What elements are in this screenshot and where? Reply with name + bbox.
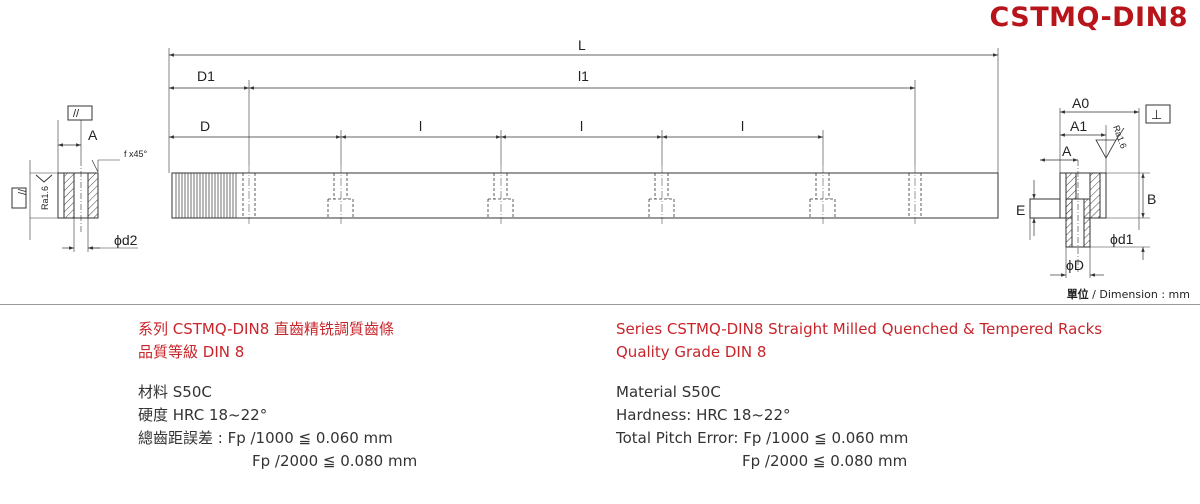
dim-l1: l1 xyxy=(578,68,589,84)
dim-A1: A1 xyxy=(1070,118,1087,134)
ra-label-right: Ra1.6 xyxy=(1111,124,1129,150)
hardness-zh: 硬度 HRC 18~22° xyxy=(138,406,268,424)
material-en: Material S50C xyxy=(616,383,721,401)
dim-A-left: A xyxy=(88,127,98,143)
series-title-en: Series CSTMQ-DIN8 Straight Milled Quench… xyxy=(616,320,1103,338)
dim-L: L xyxy=(578,37,586,53)
parallel-symbol-top: // xyxy=(73,108,80,120)
hardness-en: Hardness: HRC 18~22° xyxy=(616,406,791,424)
parallel-symbol-side: // xyxy=(17,188,29,195)
dim-phiD: ϕD xyxy=(1066,257,1084,273)
chamfer-label: f x45° xyxy=(124,149,148,159)
quality-grade-zh: 品質等級 DIN 8 xyxy=(138,343,245,361)
dim-B: B xyxy=(1147,191,1156,207)
series-title-zh: 系列 CSTMQ-DIN8 直齒精铣調質齒條 xyxy=(138,320,395,338)
dim-A-right: A xyxy=(1062,143,1072,159)
perpendicular-symbol: ⊥ xyxy=(1151,107,1162,122)
dim-A0: A0 xyxy=(1072,95,1089,111)
quality-grade-en: Quality Grade DIN 8 xyxy=(616,343,767,361)
dim-D: D xyxy=(200,118,210,134)
dim-pitch-l-1: l xyxy=(419,118,422,134)
dim-d1: ϕd1 xyxy=(1110,231,1134,247)
spec-column-chinese: 系列 CSTMQ-DIN8 直齒精铣調質齒條 品質等級 DIN 8 材料 S50… xyxy=(138,318,578,473)
right-end-view xyxy=(1029,104,1171,278)
rack-front-view xyxy=(168,48,999,224)
left-end-view xyxy=(11,105,138,252)
dim-D1: D1 xyxy=(197,68,215,84)
ra-label-left: Ra1.6 xyxy=(40,186,50,210)
dim-pitch-l-3: l xyxy=(741,118,744,134)
model-title: CSTMQ-DIN8 xyxy=(989,2,1188,33)
divider xyxy=(0,304,1200,305)
pitch-error-zh-1: 總齒距誤差 : Fp /1000 ≦ 0.060 mm xyxy=(138,429,393,447)
dim-d2: ϕd2 xyxy=(114,232,138,248)
dim-E: E xyxy=(1016,202,1025,218)
pitch-error-en-1: Total Pitch Error: Fp /1000 ≦ 0.060 mm xyxy=(616,429,909,447)
pitch-error-en-2: Fp /2000 ≦ 0.080 mm xyxy=(742,452,908,470)
pitch-error-zh-2: Fp /2000 ≦ 0.080 mm xyxy=(252,452,418,470)
unit-note: 單位 / Dimension : mm xyxy=(1066,288,1190,301)
material-zh: 材料 S50C xyxy=(138,383,212,401)
technical-drawing: A f x45° ϕd2 // // Ra1.6 xyxy=(11,37,1171,278)
spec-column-english: Series CSTMQ-DIN8 Straight Milled Quench… xyxy=(616,318,1176,473)
dim-pitch-l-2: l xyxy=(580,118,583,134)
